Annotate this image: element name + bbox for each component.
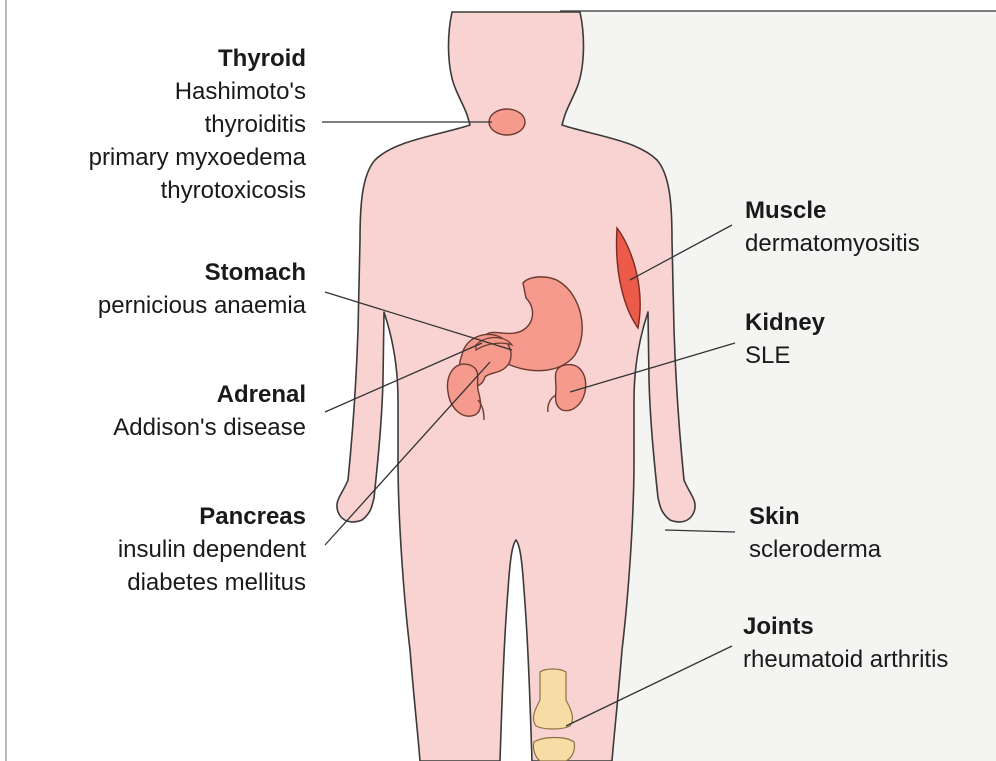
adrenal-condition-1: Addison's disease [113,411,306,444]
adrenal-title: Adrenal [113,378,306,411]
muscle-label: Muscle dermatomyositis [745,194,920,260]
muscle-condition-1: dermatomyositis [745,227,920,260]
thyroid-organ [489,109,525,135]
pancreas-label: Pancreas insulin dependent diabetes mell… [118,500,306,599]
pancreas-title: Pancreas [118,500,306,533]
skin-title: Skin [749,500,881,533]
stomach-condition-1: pernicious anaemia [98,289,306,322]
thyroid-condition-2: thyroiditis [89,108,306,141]
thyroid-condition-4: thyrotoxicosis [89,174,306,207]
skin-label: Skin scleroderma [749,500,881,566]
adrenal-label: Adrenal Addison's disease [113,378,306,444]
joints-label: Joints rheumatoid arthritis [743,610,948,676]
kidney-condition-1: SLE [745,339,825,372]
stomach-label: Stomach pernicious anaemia [98,256,306,322]
kidney-label: Kidney SLE [745,306,825,372]
pancreas-condition-2: diabetes mellitus [118,566,306,599]
thyroid-condition-3: primary myxoedema [89,141,306,174]
kidney-title: Kidney [745,306,825,339]
thyroid-condition-1: Hashimoto's [89,75,306,108]
thyroid-title: Thyroid [89,42,306,75]
thyroid-label: Thyroid Hashimoto's thyroiditis primary … [89,42,306,207]
stomach-title: Stomach [98,256,306,289]
pancreas-condition-1: insulin dependent [118,533,306,566]
joints-condition-1: rheumatoid arthritis [743,643,948,676]
muscle-title: Muscle [745,194,920,227]
tibia-bone [533,738,574,761]
skin-condition-1: scleroderma [749,533,881,566]
joints-title: Joints [743,610,948,643]
